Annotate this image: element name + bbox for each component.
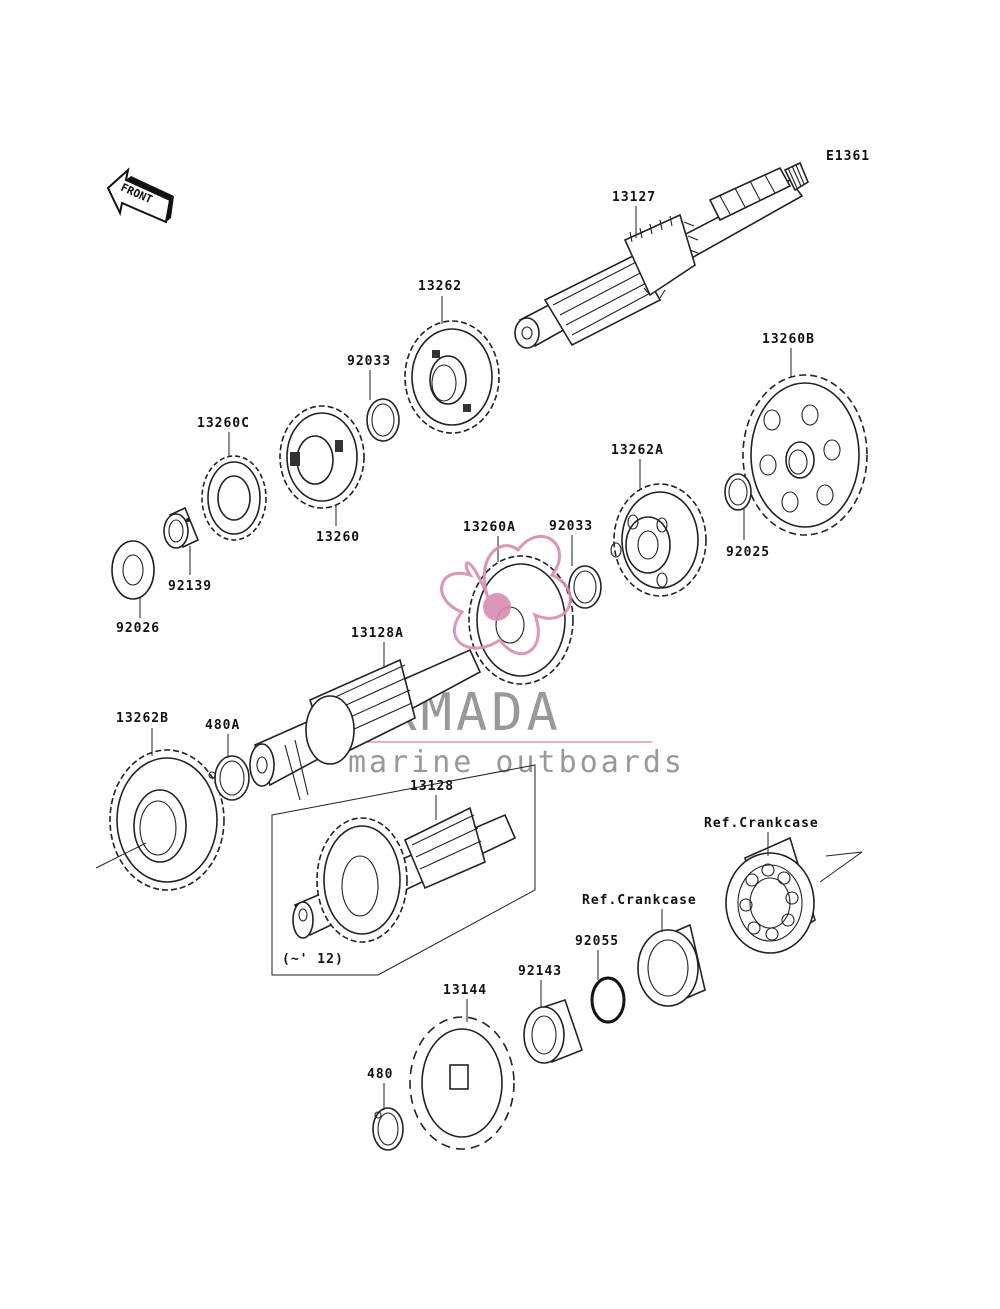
gear-13262a — [610, 483, 707, 597]
bearing-crankcase-large — [725, 836, 863, 954]
gear-13260a — [468, 555, 574, 685]
bushing-92139 — [163, 506, 200, 549]
label-92026: 92026 — [116, 621, 160, 636]
label-92143: 92143 — [518, 964, 562, 979]
front-arrow-icon: FRONT — [106, 167, 174, 224]
label-13260: 13260 — [316, 530, 360, 545]
label-480: 480 — [367, 1067, 393, 1082]
gear-13262 — [404, 320, 500, 434]
label-92033-lower: 92033 — [549, 519, 593, 534]
sprocket-13144 — [409, 1016, 515, 1150]
label-13127: 13127 — [612, 190, 656, 205]
label-92025: 92025 — [726, 545, 770, 560]
shaft-13128a — [249, 648, 482, 801]
shaft-13127 — [514, 161, 810, 349]
label-crankcase-1: Ref.Crankcase — [704, 816, 819, 831]
label-13128: 13128 — [410, 779, 454, 794]
gear-13260c — [201, 455, 267, 541]
label-crankcase-2: Ref.Crankcase — [582, 893, 697, 908]
watermark-dot — [483, 593, 511, 621]
label-13262: 13262 — [418, 279, 462, 294]
label-92139: 92139 — [168, 579, 212, 594]
inset-13128-box — [271, 764, 536, 976]
label-13262a: 13262A — [611, 443, 664, 458]
label-13144: 13144 — [443, 983, 487, 998]
seal-crankcase — [637, 923, 706, 1007]
label-480a: 480A — [205, 718, 240, 733]
gear-13262b — [95, 749, 225, 891]
label-13260a: 13260A — [463, 520, 516, 535]
label-13260b: 13260B — [762, 332, 815, 347]
washer-92026 — [111, 540, 155, 600]
ring-92033-lower — [568, 565, 602, 609]
washer-92025 — [724, 473, 752, 511]
label-13128a: 13128A — [351, 626, 404, 641]
watermark-subtitle: marine outboards — [348, 745, 685, 780]
label-92033-upper: 92033 — [347, 354, 391, 369]
label-12: (~' 12) — [282, 952, 344, 967]
label-13262b: 13262B — [116, 711, 169, 726]
collar-92143 — [523, 998, 584, 1064]
label-13260c: 13260C — [197, 416, 250, 431]
watermark-flower-icon — [440, 535, 572, 656]
ring-92033-upper — [366, 398, 400, 442]
label-92055: 92055 — [575, 934, 619, 949]
diagram-code: E1361 — [826, 149, 870, 164]
circlip-480a — [208, 755, 250, 801]
gear-13260 — [279, 405, 365, 509]
gear-13260b — [742, 374, 868, 536]
circlip-480 — [372, 1107, 404, 1151]
oring-92055 — [590, 976, 626, 1024]
